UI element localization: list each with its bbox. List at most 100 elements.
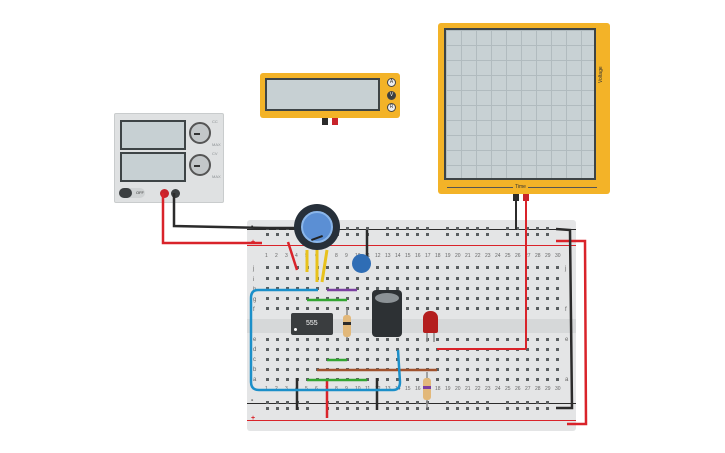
breadboard-hole[interactable] [526,338,529,341]
breadboard-hole[interactable] [456,277,459,280]
breadboard-hole[interactable] [456,266,459,269]
breadboard-hole[interactable] [546,358,549,361]
breadboard-hole[interactable] [546,297,549,300]
rail-hole[interactable] [516,227,519,230]
breadboard-hole[interactable] [456,368,459,371]
rail-hole[interactable] [306,401,309,404]
rail-hole[interactable] [486,401,489,404]
breadboard-hole[interactable] [476,277,479,280]
breadboard-hole[interactable] [526,358,529,361]
breadboard-hole[interactable] [276,307,279,310]
breadboard-hole[interactable] [516,307,519,310]
breadboard-hole[interactable] [416,266,419,269]
breadboard-hole[interactable] [486,266,489,269]
breadboard-hole[interactable] [266,277,269,280]
rail-hole[interactable] [356,227,359,230]
rail-hole[interactable] [286,407,289,410]
rail-hole[interactable] [456,407,459,410]
breadboard-hole[interactable] [526,348,529,351]
breadboard-hole[interactable] [266,266,269,269]
timer-ic[interactable]: 555 [291,313,333,335]
rail-hole[interactable] [356,407,359,410]
breadboard-hole[interactable] [456,358,459,361]
breadboard-hole[interactable] [506,277,509,280]
breadboard-hole[interactable] [456,338,459,341]
breadboard-hole[interactable] [546,348,549,351]
breadboard-hole[interactable] [426,287,429,290]
breadboard-hole[interactable] [266,378,269,381]
breadboard-hole[interactable] [336,277,339,280]
rail-hole[interactable] [406,233,409,236]
rail-hole[interactable] [266,401,269,404]
breadboard-hole[interactable] [536,338,539,341]
breadboard-hole[interactable] [266,368,269,371]
rail-hole[interactable] [526,407,529,410]
breadboard-hole[interactable] [456,297,459,300]
rail-hole[interactable] [416,233,419,236]
breadboard-hole[interactable] [556,368,559,371]
breadboard-hole[interactable] [466,368,469,371]
rail-hole[interactable] [416,227,419,230]
breadboard-hole[interactable] [506,378,509,381]
breadboard-hole[interactable] [416,348,419,351]
breadboard-hole[interactable] [446,338,449,341]
breadboard-hole[interactable] [476,378,479,381]
oscilloscope[interactable]: Voltage Time [438,23,610,194]
breadboard-hole[interactable] [356,297,359,300]
breadboard-hole[interactable] [426,307,429,310]
breadboard-hole[interactable] [286,307,289,310]
breadboard-hole[interactable] [386,348,389,351]
breadboard-hole[interactable] [376,338,379,341]
breadboard-hole[interactable] [376,358,379,361]
breadboard-hole[interactable] [366,358,369,361]
breadboard-hole[interactable] [446,307,449,310]
breadboard-hole[interactable] [406,277,409,280]
rail-hole[interactable] [276,407,279,410]
breadboard-hole[interactable] [346,358,349,361]
breadboard-hole[interactable] [486,307,489,310]
breadboard-hole[interactable] [386,358,389,361]
breadboard-hole[interactable] [316,348,319,351]
breadboard-hole[interactable] [536,348,539,351]
breadboard-hole[interactable] [466,338,469,341]
breadboard-hole[interactable] [556,277,559,280]
breadboard-hole[interactable] [276,378,279,381]
breadboard-hole[interactable] [536,358,539,361]
rail-hole[interactable] [346,407,349,410]
breadboard-hole[interactable] [276,277,279,280]
breadboard-hole[interactable] [426,358,429,361]
breadboard-hole[interactable] [326,277,329,280]
rail-hole[interactable] [416,401,419,404]
breadboard-hole[interactable] [306,277,309,280]
rail-hole[interactable] [346,233,349,236]
breadboard-hole[interactable] [366,297,369,300]
breadboard-hole[interactable] [446,378,449,381]
breadboard-hole[interactable] [296,338,299,341]
breadboard-hole[interactable] [466,297,469,300]
breadboard-hole[interactable] [306,358,309,361]
electrolytic-capacitor[interactable] [372,290,402,337]
breadboard-hole[interactable] [366,277,369,280]
breadboard-hole[interactable] [386,287,389,290]
breadboard-hole[interactable] [546,307,549,310]
breadboard-hole[interactable] [436,378,439,381]
breadboard-hole[interactable] [336,287,339,290]
breadboard-hole[interactable] [456,378,459,381]
breadboard-hole[interactable] [446,297,449,300]
rail-hole[interactable] [536,401,539,404]
breadboard-hole[interactable] [546,266,549,269]
breadboard-hole[interactable] [526,266,529,269]
breadboard-hole[interactable] [396,338,399,341]
breadboard-hole[interactable] [536,266,539,269]
rail-hole[interactable] [446,401,449,404]
breadboard-hole[interactable] [516,378,519,381]
breadboard-hole[interactable] [286,378,289,381]
breadboard-hole[interactable] [356,348,359,351]
breadboard-hole[interactable] [486,378,489,381]
rail-hole[interactable] [396,407,399,410]
breadboard-hole[interactable] [356,287,359,290]
rail-hole[interactable] [466,227,469,230]
rail-hole[interactable] [526,233,529,236]
rail-hole[interactable] [396,233,399,236]
breadboard-hole[interactable] [456,307,459,310]
